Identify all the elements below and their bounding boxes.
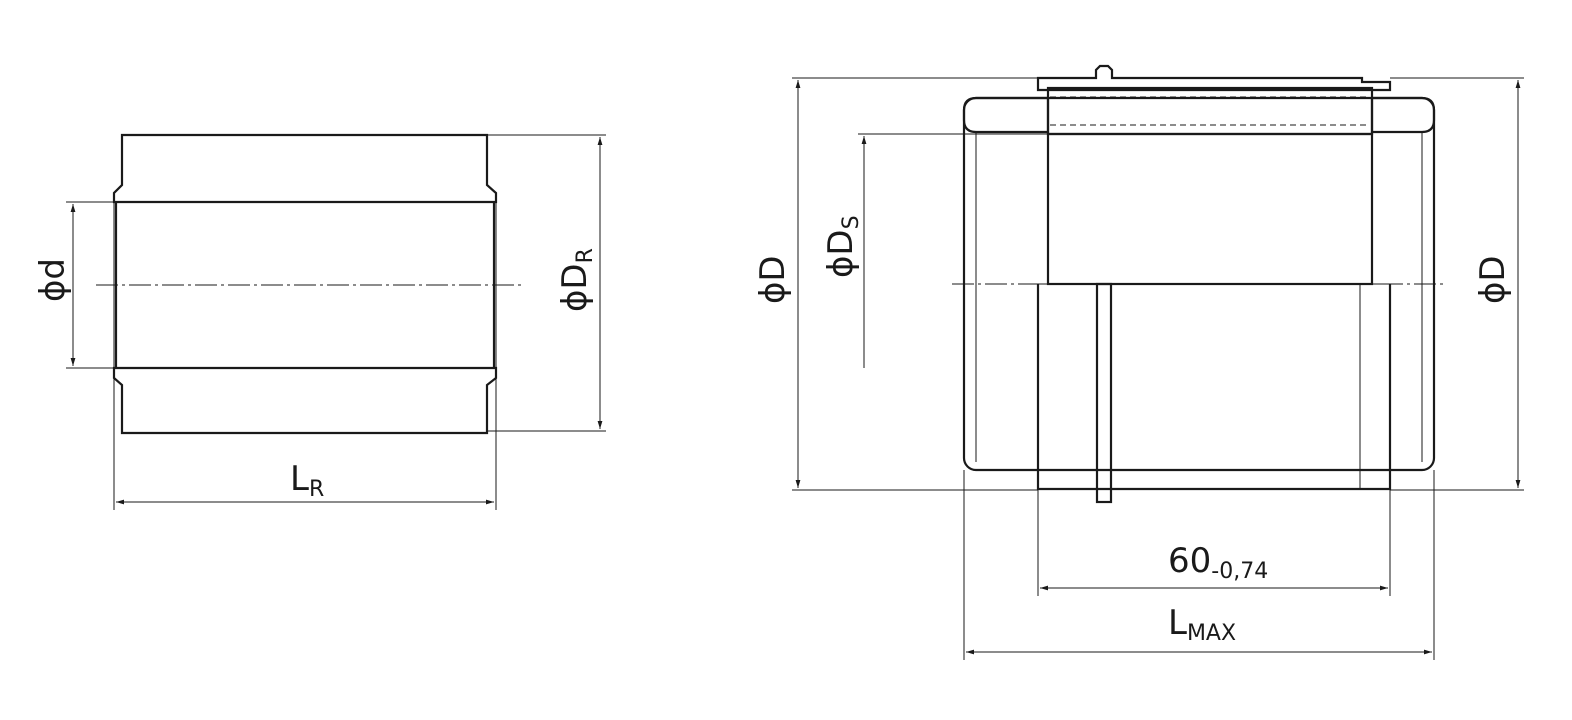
bushing-section-view: ϕd ϕDR LR bbox=[33, 133, 606, 510]
rubber-section-right bbox=[1370, 96, 1436, 134]
outer-diameter-label-left: ϕD bbox=[753, 255, 793, 304]
outer-sleeve-lower bbox=[1036, 284, 1392, 491]
length-dimension-label: LR bbox=[290, 459, 324, 502]
max-length-label: LMAX bbox=[1168, 603, 1236, 646]
inner-sleeve-upper bbox=[1046, 132, 1374, 286]
sleeve-length-label: 60-0,74 bbox=[1168, 541, 1268, 584]
rubber-section-left bbox=[962, 96, 1050, 134]
bushing-top-wall bbox=[112, 133, 498, 204]
outer-dimension-label: ϕDR bbox=[555, 248, 598, 312]
bushing-bottom-wall bbox=[112, 366, 498, 435]
assembly-view: ϕD ϕDS ϕD 60-0,74 LMAX bbox=[753, 64, 1524, 660]
bore-dimension-label: ϕd bbox=[33, 258, 73, 302]
metal-insert-section bbox=[1046, 86, 1374, 136]
outer-diameter-label-right: ϕD bbox=[1473, 255, 1513, 304]
top-cap bbox=[1036, 64, 1392, 92]
shaft-diameter-label: ϕDS bbox=[821, 215, 864, 278]
